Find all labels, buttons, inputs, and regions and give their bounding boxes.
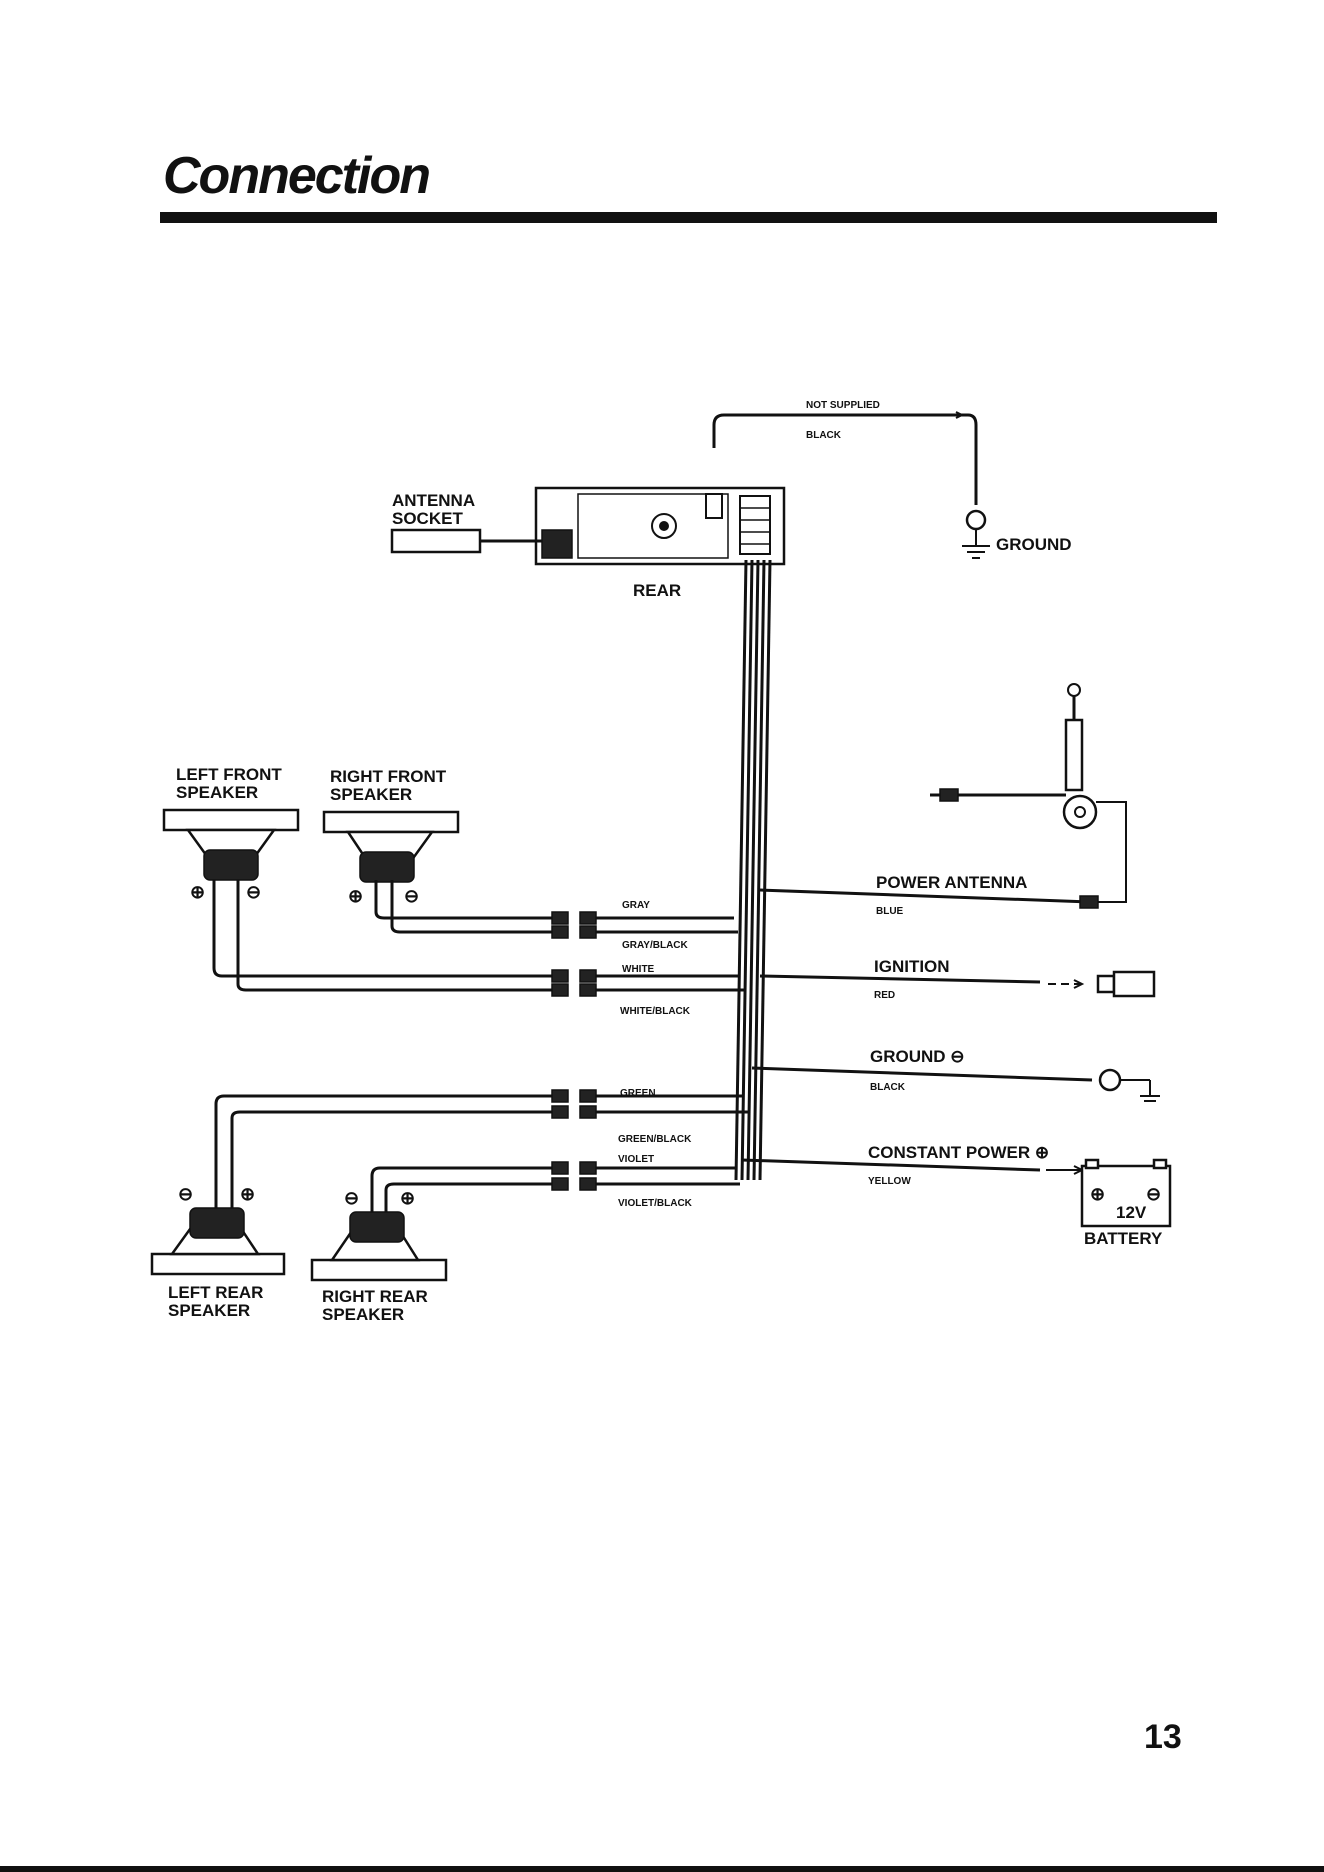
wire-white: WHITE [622,964,655,975]
wire-violet: VIOLET [618,1154,654,1165]
ignition-color: RED [874,990,895,1001]
svg-text:⊖: ⊖ [404,886,419,906]
rear-label: REAR [633,581,681,600]
power-antenna-color: BLUE [876,906,904,917]
battery-label: BATTERY [1084,1229,1163,1248]
constant-power-label: CONSTANT POWER ⊕ [868,1143,1049,1162]
svg-text:⊕: ⊕ [348,886,363,906]
svg-text:⊖: ⊖ [1146,1184,1161,1204]
battery-voltage: 12V [1116,1203,1147,1222]
ground-label: GROUND ⊖ [870,1047,965,1066]
svg-text:⊕: ⊕ [190,882,205,902]
svg-text:⊖: ⊖ [178,1184,193,1204]
title-underline [160,212,1217,223]
speaker-wiring: GRAY GRAY/BLACK WHITE WHITE/BLACK GREEN … [212,880,748,1212]
wire-gray-black: GRAY/BLACK [622,940,689,951]
wire-violet-black: VIOLET/BLACK [618,1198,693,1209]
wire-green-black: GREEN/BLACK [618,1134,692,1145]
wire-green: GREEN [620,1088,656,1099]
power-antenna-component [930,683,1127,903]
page-number: 13 [1144,1718,1182,1756]
battery-component: ⊕ ⊖ 12V BATTERY [1080,1158,1172,1248]
svg-text:⊖: ⊖ [246,882,261,902]
svg-text:⊖: ⊖ [344,1188,359,1208]
power-leads: POWER ANTENNA BLUE IGNITION RED GROUND ⊖… [741,873,1160,1187]
svg-text:⊕: ⊕ [400,1188,415,1208]
top-ground-color-label: BLACK [806,430,842,441]
ignition-label: IGNITION [874,957,950,976]
svg-text:⊕: ⊕ [240,1184,255,1204]
top-ground-wire: NOT SUPPLIED BLACK GROUND [712,400,1072,559]
wire-white-black: WHITE/BLACK [620,1006,691,1017]
svg-text:⊕: ⊕ [1090,1184,1105,1204]
power-antenna-label: POWER ANTENNA [876,873,1027,892]
top-ground-label: GROUND [996,535,1072,554]
bottom-border [0,1866,1324,1872]
constant-power-color: YELLOW [868,1176,911,1187]
ground-color: BLACK [870,1082,906,1093]
wire-gray: GRAY [622,900,650,911]
not-supplied-label: NOT SUPPLIED [806,400,880,411]
wiring-harness [734,559,772,1181]
page-title: Connection [163,147,431,205]
